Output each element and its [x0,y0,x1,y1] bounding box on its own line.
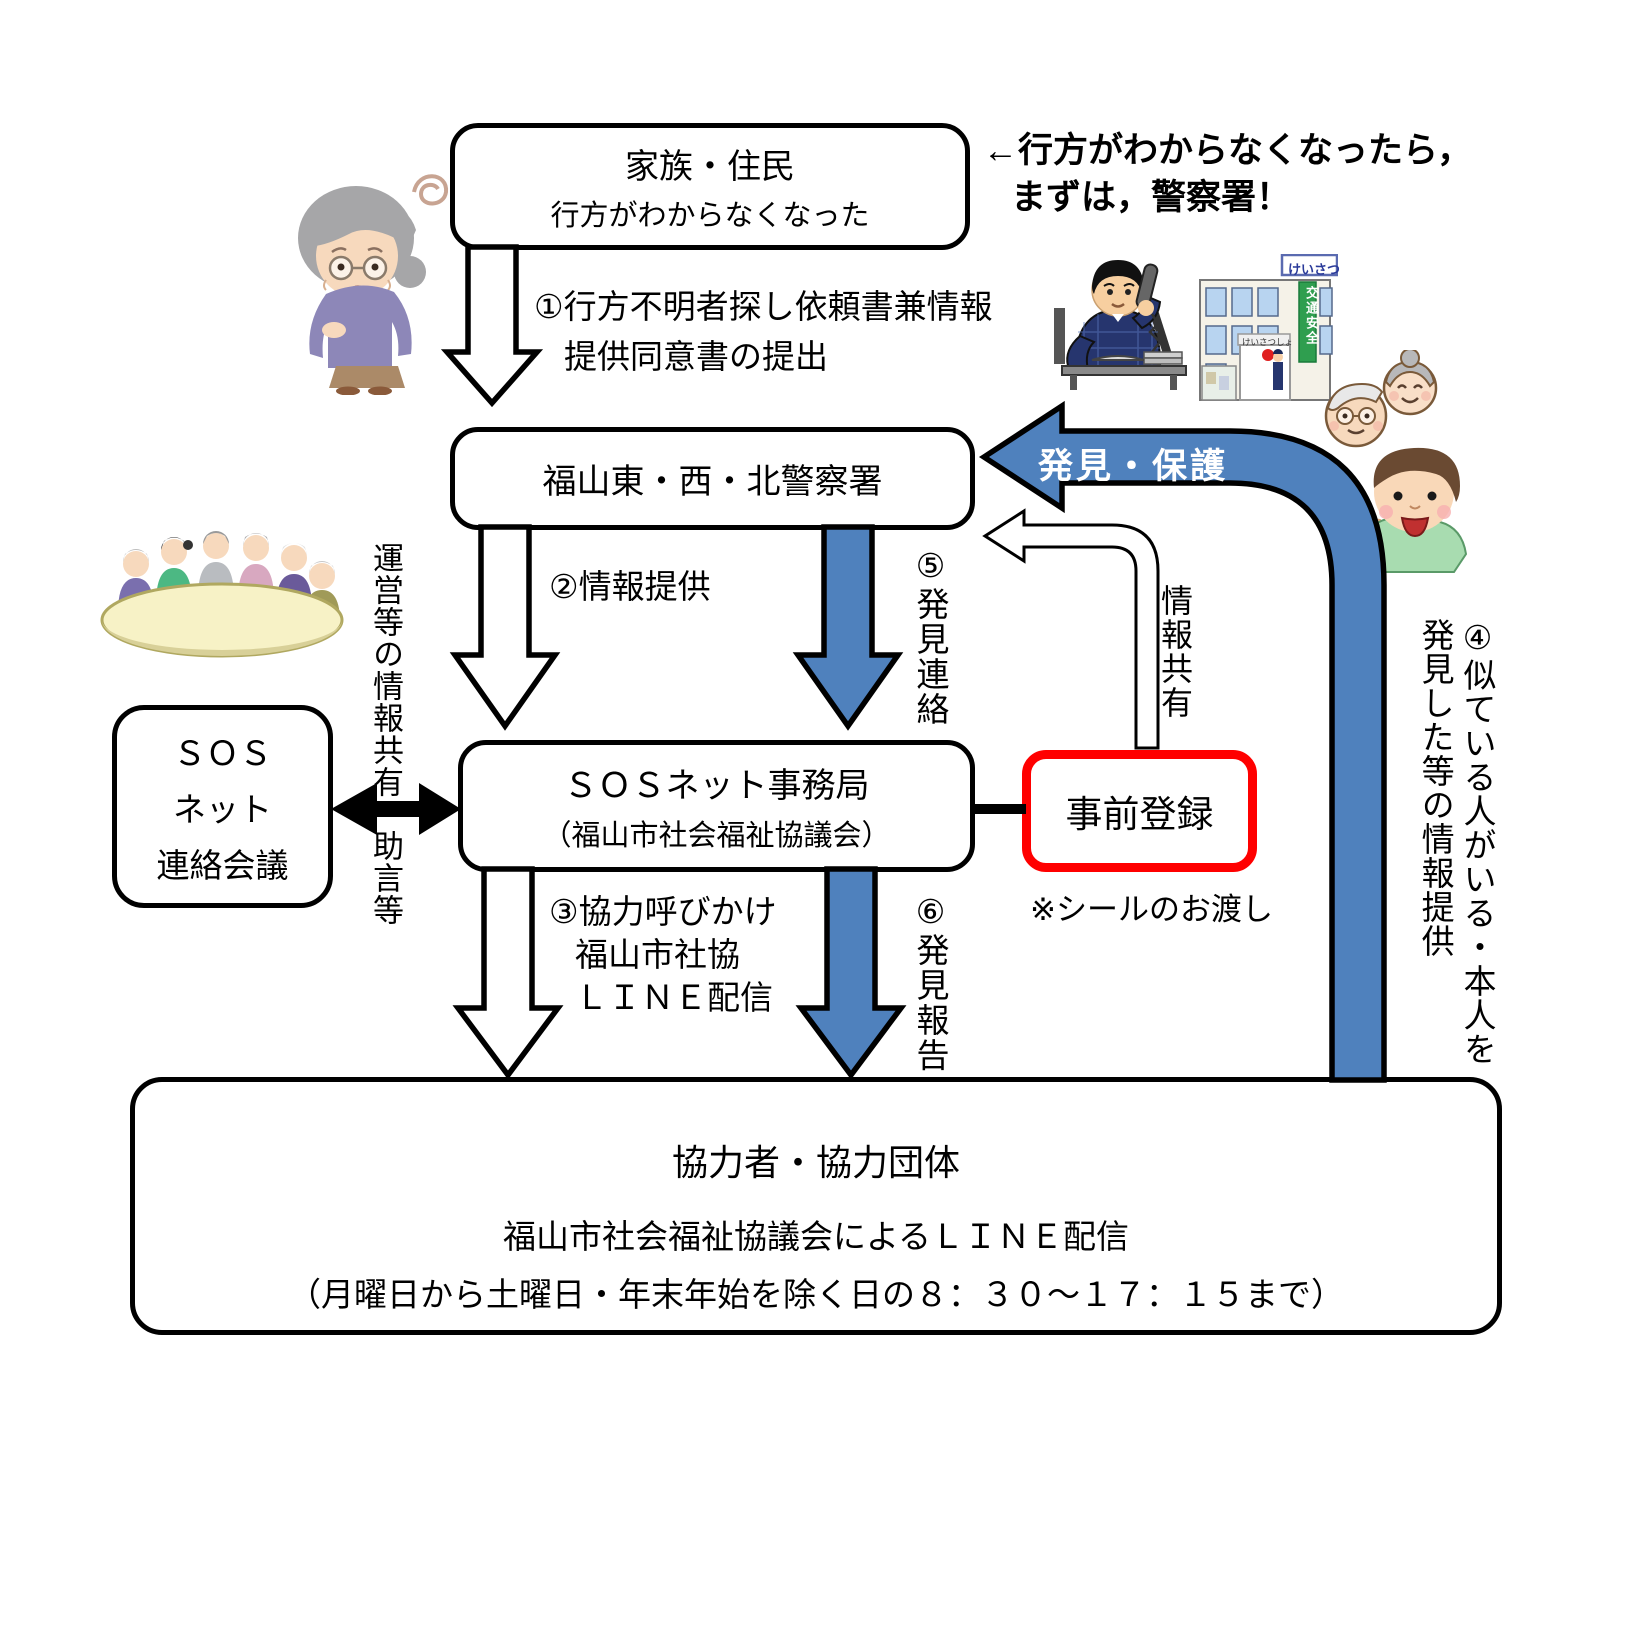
top-right-annotation-line1: ←行方がわからなくなったら， [983,131,1472,170]
step1-label-line2: 提供同意書の提出 [564,337,828,375]
step2-down-arrow [449,524,561,731]
family-box: 家族・住民 行方がわからなくなった [450,123,970,250]
confusion-squiggle-icon [412,174,449,206]
step1-label-line1: ①行方不明者探し依頼書兼情報 [534,288,993,325]
sticker-note: ※シールのお渡し [1030,892,1273,927]
info-share-bent-arrow [982,508,1160,750]
step5-down-arrow [792,524,904,731]
pre-registration-title: 事前登録 [1065,794,1214,835]
step1-down-arrow [440,244,544,408]
police-box: 福山東・西・北警察署 [450,427,975,530]
pre-registration-box: 事前登録 [1022,750,1257,872]
red-lamp-icon [1262,349,1274,361]
police-station-illustration [1199,254,1338,401]
elderly-couple-illustration [1324,350,1438,448]
meeting-link-label: 運営等の情報共有・助言等 [368,542,403,926]
step3-label-line2: 福山市社協 [575,935,740,973]
info-share-label: 情報共有 [1157,584,1193,720]
step3-label-line3: ＬＩＮＥ配信 [575,978,773,1016]
traffic-safety-banner [1298,281,1317,363]
step6-down-arrow [795,866,907,1080]
police-officer-phone-illustration [1054,260,1187,390]
sos-meeting-line1: ＳＯＳ [173,734,272,772]
sos-meeting-box: ＳＯＳ ネット 連絡会議 [112,705,333,908]
roundtable-meeting-illustration [100,531,344,658]
meeting-doubleheaded-arrow [331,783,461,835]
family-box-title: 家族・住民 [625,148,795,186]
police-box-title: 福山東・西・北警察署 [542,463,883,501]
found-protect-label: 発見・保護 [1038,447,1229,486]
cooperators-title: 協力者・協力団体 [671,1142,960,1183]
sos-meeting-line3: 連絡会議 [156,846,289,884]
cooperators-line2: （月曜日から土曜日・年末年始を除く日の８：３０～１７：１５まで） [288,1276,1344,1313]
step3-label: ③協力呼びかけ 福山市社協 ＬＩＮＥ配信 [549,891,777,1020]
step3-down-arrow [452,866,564,1080]
step5-label: ⑤発見連絡 [912,546,949,727]
traffic-safety-banner-text: 交通安全 [1304,286,1319,346]
family-box-subtitle: 行方がわからなくなった [550,200,870,232]
sos-office-box: ＳＯＳネット事務局 （福山市社会福祉協議会） [458,740,975,872]
sos-meeting-line2: ネット [173,790,272,828]
top-right-annotation: ←行方がわからなくなったら， まずは，警察署！ [983,128,1472,222]
roof-sign [1280,254,1338,277]
sos-office-subtitle: （福山市社会福祉協議会） [542,820,891,852]
police-roof-sign-text: けいさつ [1288,262,1341,277]
found-protect-bent-arrow [978,400,1387,1083]
police-entrance-sign-text: けいさつしょ [1242,337,1294,347]
cooperators-line1: 福山市社会福祉協議会によるＬＩＮＥ配信 [502,1218,1129,1255]
worried-elderly-woman-illustration [298,174,449,395]
top-right-annotation-line2: まずは，警察署！ [1011,177,1292,217]
step2-label: ②情報提供 [549,568,711,605]
step3-label-line1: ③協力呼びかけ [549,893,777,930]
step1-label: ①行方不明者探し依頼書兼情報 提供同意書の提出 [534,282,993,381]
step6-label: ⑥発見報告 [912,892,949,1073]
sos-office-title: ＳＯＳネット事務局 [563,767,870,805]
step4-label: ④似ている人がいる・本人を発見した等の情報提供 [1417,618,1496,1066]
cooperators-box: 協力者・協力団体 福山市社会福祉協議会によるＬＩＮＥ配信 （月曜日から土曜日・年… [130,1077,1502,1335]
